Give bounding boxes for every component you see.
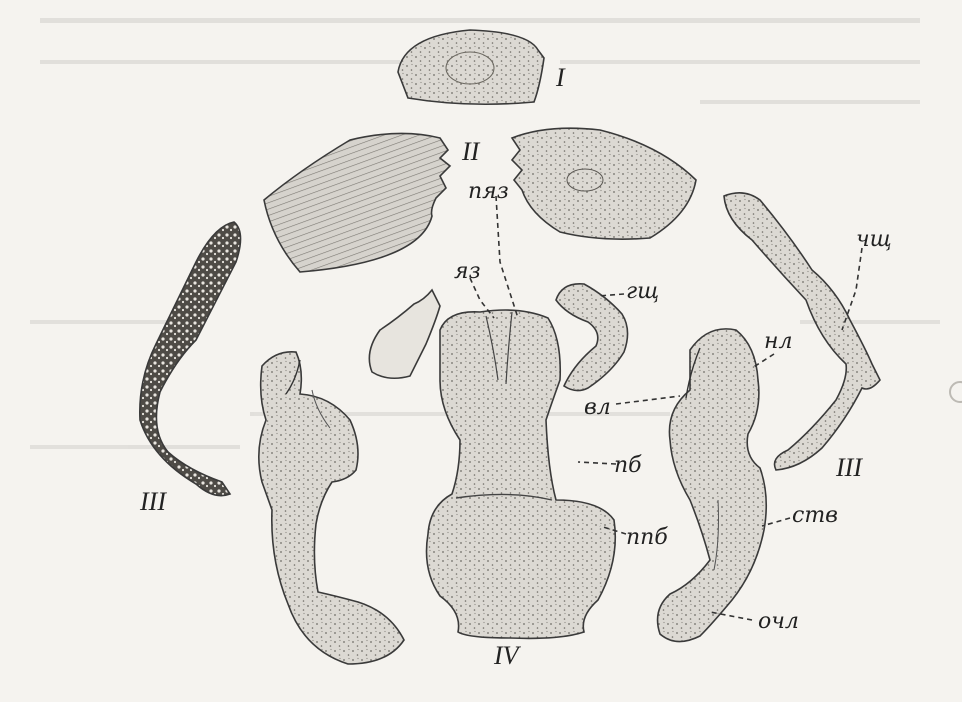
label-mandibles: II: [461, 137, 481, 166]
upper-lip: [398, 30, 544, 104]
annotation-pb: пб: [614, 453, 642, 478]
maxillary-palp-left: [140, 222, 241, 496]
scan-artifact: [950, 382, 962, 402]
maxilla-right: [658, 193, 880, 642]
annotation-chshch: чщ: [856, 227, 892, 252]
annotation-stv: ств: [792, 503, 838, 528]
mandible-right: [512, 128, 696, 239]
annotation-pyaz: пяз: [468, 179, 509, 204]
label-lower-lip: IV: [493, 641, 522, 670]
annotation-gshch: гщ: [626, 279, 659, 304]
annotation-vl: вл: [584, 395, 611, 420]
annotation-ochl: очл: [758, 609, 799, 634]
annotation-yaz: яз: [454, 259, 481, 284]
labium-group: [369, 284, 627, 639]
annotation-ppb: ппб: [626, 525, 668, 550]
annotation-nl: нл: [764, 329, 793, 354]
label-maxilla-right: III: [835, 453, 863, 482]
mandible-left: [264, 133, 450, 272]
maxilla-left: [140, 222, 404, 664]
label-upper-lip: I: [555, 63, 566, 92]
glossa-left: [369, 290, 440, 378]
label-maxilla-left: III: [139, 487, 167, 516]
labial-palp-right: [556, 284, 628, 391]
